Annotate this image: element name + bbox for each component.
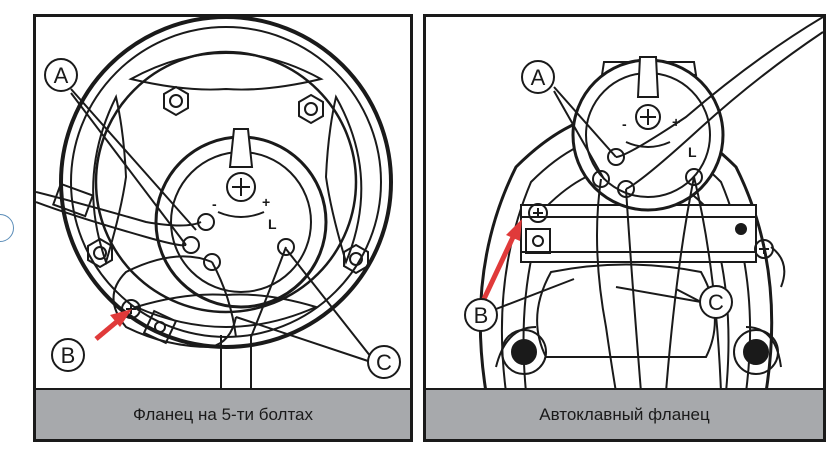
caption-autoclave-flange: Автоклавный фланец [426,388,823,439]
callout-c: C [367,345,401,379]
callout-a: A [44,58,78,92]
five-bolt-flange-diagram: A B C L - + [36,17,401,392]
panel-autoclave-flange: A B C L - + Автоклавный фланец [423,14,826,442]
callout-c-label: C [376,350,392,375]
callout-b: B [464,298,498,332]
callout-b-label: B [474,303,489,328]
terminal-label-line: L [688,144,697,160]
panel-five-bolt-flange: A B C L - + Фланец на 5-ти болтах [33,14,413,442]
callout-a-label: A [531,65,546,90]
callout-c-label: C [708,290,724,315]
caption-five-bolt-flange: Фланец на 5-ти болтах [36,388,410,439]
callout-c: C [699,285,733,319]
terminal-label-plus: + [262,194,270,210]
red-arrow [481,219,522,301]
red-arrow [94,309,132,341]
callout-b: B [51,338,85,372]
terminal-label-line: L [268,216,277,232]
callout-b-label: B [61,343,76,368]
terminal-label-plus: + [672,114,680,130]
callout-a: A [521,60,555,94]
callout-a-label: A [54,63,69,88]
terminal-label-minus: - [622,116,627,132]
hex-bolt [163,85,189,117]
edge-circle-marker [0,214,14,242]
terminal-label-minus: - [212,196,217,212]
autoclave-flange-diagram: A B C L - + [464,17,823,392]
